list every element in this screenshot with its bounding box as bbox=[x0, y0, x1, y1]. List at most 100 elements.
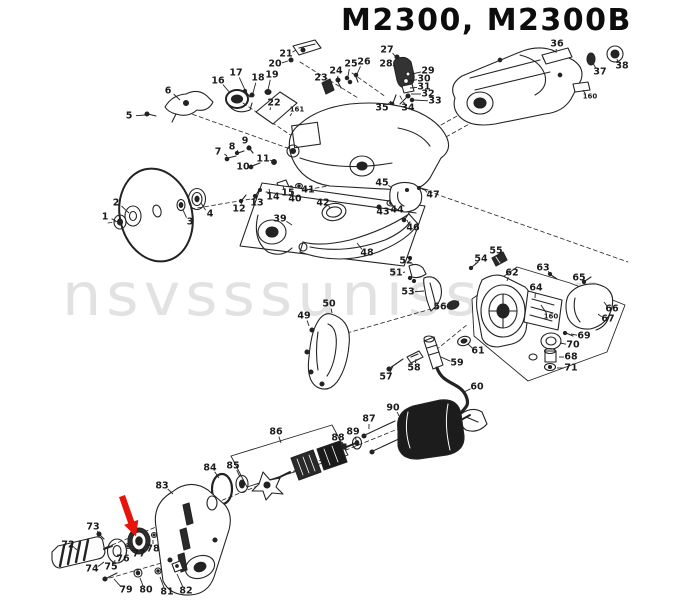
part-label-28: 28 bbox=[379, 58, 393, 70]
part-label-10: 10 bbox=[236, 161, 250, 173]
part-label-65: 65 bbox=[572, 272, 586, 284]
part-label-33: 33 bbox=[428, 95, 442, 107]
depth-knob bbox=[225, 88, 272, 113]
part-label-82: 82 bbox=[179, 585, 193, 597]
part-label-39: 39 bbox=[273, 213, 287, 225]
part-label-34: 34 bbox=[401, 102, 415, 114]
highlight-arrow bbox=[119, 495, 139, 537]
part-label-36: 36 bbox=[550, 38, 564, 50]
part-label-9: 9 bbox=[241, 135, 249, 147]
part-label-7: 7 bbox=[214, 146, 222, 158]
part-label-58: 58 bbox=[407, 362, 421, 374]
part-label-86: 86 bbox=[269, 426, 283, 438]
part-label-50: 50 bbox=[322, 298, 336, 310]
armature-assembly bbox=[210, 420, 404, 506]
part-label-47: 47 bbox=[426, 189, 440, 201]
spindle-parts bbox=[51, 527, 184, 582]
part-label-63: 63 bbox=[536, 262, 550, 274]
part-label-90: 90 bbox=[386, 402, 400, 414]
part-label-69: 69 bbox=[577, 330, 591, 342]
part-label-73: 73 bbox=[86, 521, 100, 533]
part-label-89: 89 bbox=[346, 426, 360, 438]
part-label-1: 1 bbox=[101, 211, 109, 223]
part-label-71: 71 bbox=[564, 362, 578, 374]
lock-lever bbox=[288, 39, 322, 63]
part-label-54: 54 bbox=[474, 253, 488, 265]
part-label-41: 41 bbox=[301, 184, 315, 196]
part-label-87: 87 bbox=[362, 413, 376, 425]
part-label-37: 37 bbox=[593, 66, 607, 78]
part-label-160: 160 bbox=[543, 312, 559, 321]
part-label-27: 27 bbox=[380, 44, 394, 56]
part-label-48: 48 bbox=[360, 247, 374, 259]
part-label-25: 25 bbox=[344, 58, 358, 70]
lower-guard bbox=[304, 313, 350, 390]
part-label-44: 44 bbox=[390, 204, 404, 216]
part-label-24: 24 bbox=[329, 65, 343, 77]
base-plate-assembly bbox=[239, 181, 429, 267]
part-label-16: 16 bbox=[211, 75, 225, 87]
part-label-74: 74 bbox=[85, 563, 99, 575]
part-label-23: 23 bbox=[314, 72, 328, 84]
part-label-2: 2 bbox=[112, 197, 120, 209]
part-label-72: 72 bbox=[61, 539, 75, 551]
part-label-31: 31 bbox=[417, 81, 431, 93]
part-label-84: 84 bbox=[203, 462, 217, 474]
part-label-88: 88 bbox=[331, 432, 345, 444]
part-label-17: 17 bbox=[229, 67, 243, 79]
part-label-68: 68 bbox=[564, 351, 578, 363]
motor-handle-assembly bbox=[452, 45, 624, 126]
part-label-60: 60 bbox=[470, 381, 484, 393]
part-label-42: 42 bbox=[316, 197, 330, 209]
part-label-5: 5 bbox=[125, 110, 133, 122]
part-label-77: 77 bbox=[132, 548, 146, 560]
part-label-49: 49 bbox=[297, 310, 311, 322]
part-label-83: 83 bbox=[155, 480, 169, 492]
part-label-80: 80 bbox=[139, 584, 153, 596]
page-title: M2300, M2300B bbox=[341, 3, 632, 38]
part-label-78: 78 bbox=[146, 543, 160, 555]
part-label-67: 67 bbox=[601, 313, 615, 325]
part-label-20: 20 bbox=[268, 58, 282, 70]
part-label-52: 52 bbox=[399, 255, 413, 267]
part-label-70: 70 bbox=[566, 339, 580, 351]
part-label-61: 61 bbox=[471, 345, 485, 357]
part-label-35: 35 bbox=[375, 102, 389, 114]
part-label-8: 8 bbox=[228, 141, 236, 153]
part-label-6: 6 bbox=[164, 85, 172, 97]
part-label-59: 59 bbox=[450, 357, 464, 369]
part-label-3: 3 bbox=[186, 216, 194, 228]
part-label-45: 45 bbox=[375, 177, 389, 189]
part-label-26: 26 bbox=[357, 56, 371, 68]
part-label-19: 19 bbox=[265, 69, 279, 81]
part-label-56: 56 bbox=[433, 301, 447, 313]
part-label-30: 30 bbox=[417, 73, 431, 85]
part-label-18: 18 bbox=[251, 72, 265, 84]
part-label-29: 29 bbox=[421, 65, 435, 77]
part-label-66: 66 bbox=[605, 303, 619, 315]
part-label-40: 40 bbox=[288, 193, 302, 205]
part-label-51: 51 bbox=[389, 267, 403, 279]
part-label-57: 57 bbox=[379, 371, 393, 383]
part-label-4: 4 bbox=[206, 208, 214, 220]
upper-guard-housing bbox=[255, 91, 450, 191]
part-label-12: 12 bbox=[232, 203, 246, 215]
part-label-38: 38 bbox=[615, 60, 629, 72]
part-label-32: 32 bbox=[421, 88, 435, 100]
end-cover-parts bbox=[457, 283, 614, 372]
part-label-161: 161 bbox=[289, 105, 305, 114]
part-label-79: 79 bbox=[119, 584, 133, 596]
field-coil bbox=[397, 399, 471, 460]
part-label-64: 64 bbox=[529, 282, 543, 294]
part-label-76: 76 bbox=[116, 553, 130, 565]
part-label-46: 46 bbox=[406, 222, 420, 234]
part-label-55: 55 bbox=[489, 245, 503, 257]
part-label-160: 160 bbox=[582, 92, 598, 101]
part-label-21: 21 bbox=[279, 48, 293, 60]
part-label-22: 22 bbox=[267, 97, 281, 109]
blade-assembly bbox=[113, 167, 207, 263]
part-label-62: 62 bbox=[505, 267, 519, 279]
part-label-85: 85 bbox=[226, 460, 240, 472]
